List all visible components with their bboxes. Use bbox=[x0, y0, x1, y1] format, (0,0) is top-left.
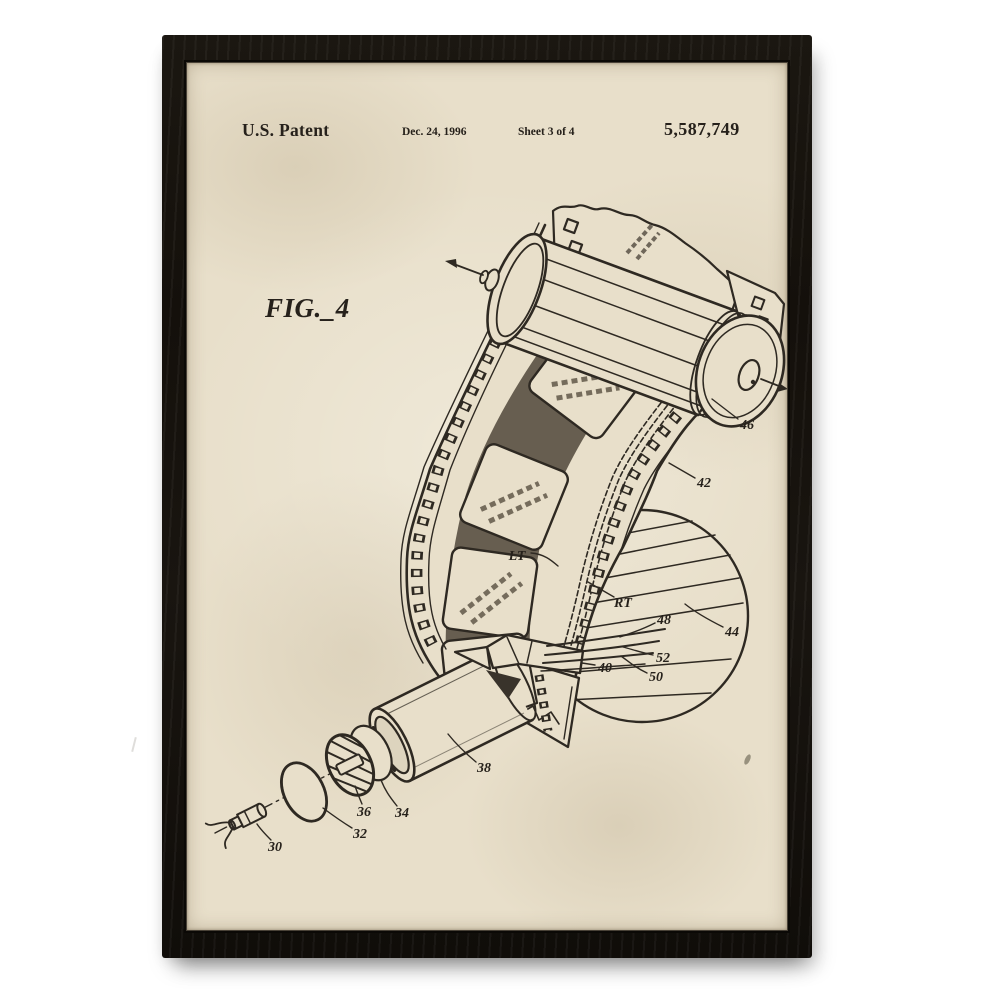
callout-50: 50 bbox=[649, 670, 663, 685]
hatched-disc bbox=[318, 732, 378, 799]
film-cartridge bbox=[445, 232, 787, 428]
picture-frame: U.S. Patent Dec. 24, 1996 Sheet 3 of 4 5… bbox=[162, 35, 812, 958]
callout-30: 30 bbox=[267, 840, 282, 855]
wall-scratch-mark bbox=[131, 736, 137, 753]
leaf-springs bbox=[540, 628, 666, 672]
left-arrow bbox=[445, 259, 484, 276]
patent-header-date: Dec. 24, 1996 bbox=[402, 126, 467, 138]
callout-38: 38 bbox=[476, 761, 491, 776]
callout-44: 44 bbox=[724, 625, 739, 640]
patent-header-title: U.S. Patent bbox=[242, 120, 330, 140]
patent-header-number: 5,587,749 bbox=[664, 119, 740, 139]
callout-RT: RT bbox=[613, 596, 633, 611]
light-tube bbox=[368, 646, 537, 783]
callout-46: 46 bbox=[739, 418, 754, 433]
lamp-plug bbox=[204, 802, 268, 850]
callout-48: 48 bbox=[656, 613, 671, 628]
patent-figure-drawing: 46 42 44 LT RT 48 52 50 40 38 36 34 32 3… bbox=[204, 204, 787, 855]
patent-print-paper: U.S. Patent Dec. 24, 1996 Sheet 3 of 4 5… bbox=[187, 63, 787, 930]
callout-40: 40 bbox=[597, 661, 612, 676]
figure-label: FIG._4 bbox=[265, 293, 350, 323]
patent-header-sheet: Sheet 3 of 4 bbox=[518, 126, 575, 138]
lens-disc bbox=[279, 761, 329, 823]
callout-34: 34 bbox=[394, 806, 409, 821]
callout-42: 42 bbox=[696, 476, 711, 491]
callout-LT: LT bbox=[508, 549, 527, 564]
callout-36: 36 bbox=[356, 805, 371, 820]
right-arrow bbox=[760, 378, 787, 392]
callout-32: 32 bbox=[352, 827, 367, 842]
callout-leaders bbox=[256, 398, 739, 841]
callout-52: 52 bbox=[656, 651, 670, 666]
clamp-assembly bbox=[453, 633, 585, 699]
